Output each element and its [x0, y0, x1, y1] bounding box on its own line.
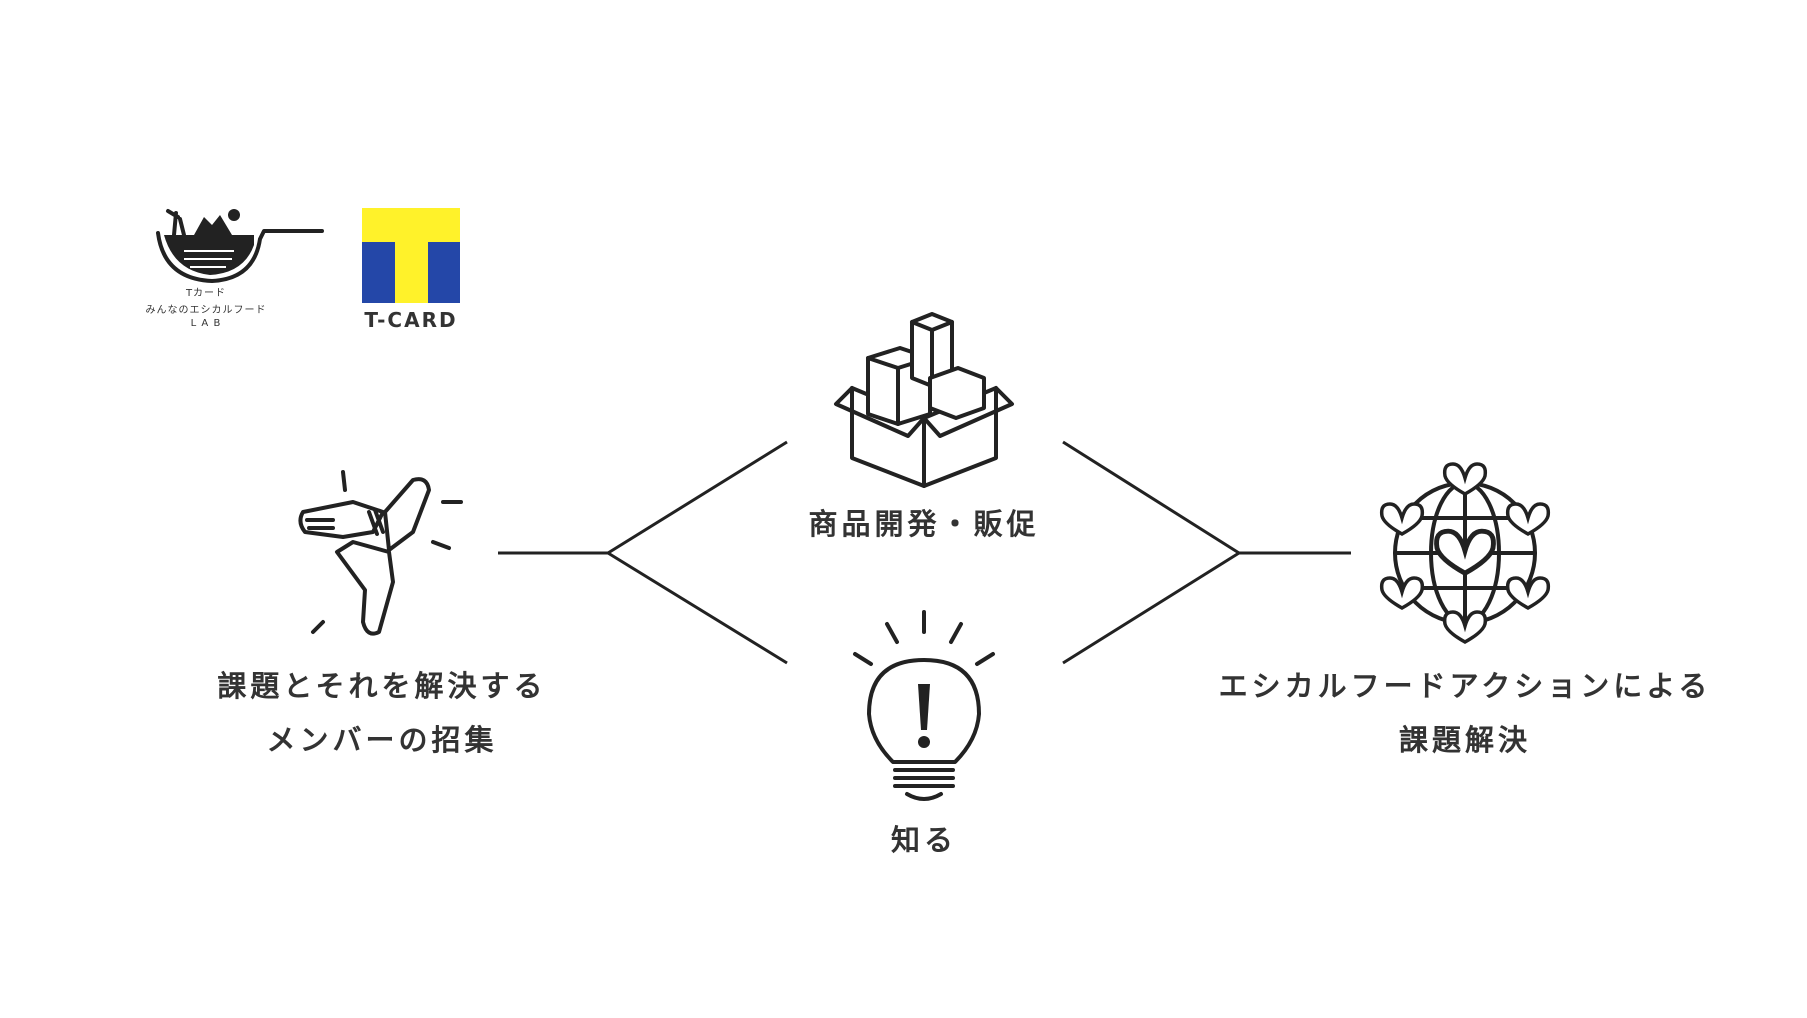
solve-label-line2: 課題解決 [1398, 722, 1531, 757]
members-label-line1: 課題とそれを解決する [217, 669, 547, 703]
solve-label: エシカルフードアクションによる 課題解決 [1219, 668, 1712, 759]
joined-hands-icon [298, 470, 463, 636]
line-right-upper [1062, 440, 1240, 555]
members-label: 課題とそれを解決する メンバーの招集 [217, 668, 546, 759]
pan-icon [156, 209, 324, 283]
globe-hearts-icon [1379, 462, 1551, 644]
know-label: 知る [890, 823, 958, 857]
line-left-upper [607, 440, 788, 555]
tcard-logo-text: T-CARD [364, 308, 458, 332]
lab-logo-line2: みんなのエシカルフード [145, 305, 267, 316]
lab-logo-line3: L A B [190, 318, 222, 329]
members-label-line2: メンバーの招集 [266, 722, 498, 757]
lightbulb-icon [853, 610, 995, 801]
boxes-icon [834, 312, 1014, 488]
line-left-lower [607, 551, 788, 665]
solve-label-line1: エシカルフードアクションによる [1218, 669, 1712, 703]
product-label: 商品開発・販促 [808, 507, 1040, 541]
line-right-lower [1062, 551, 1240, 665]
lab-logo-line1: Tカード [185, 288, 227, 299]
